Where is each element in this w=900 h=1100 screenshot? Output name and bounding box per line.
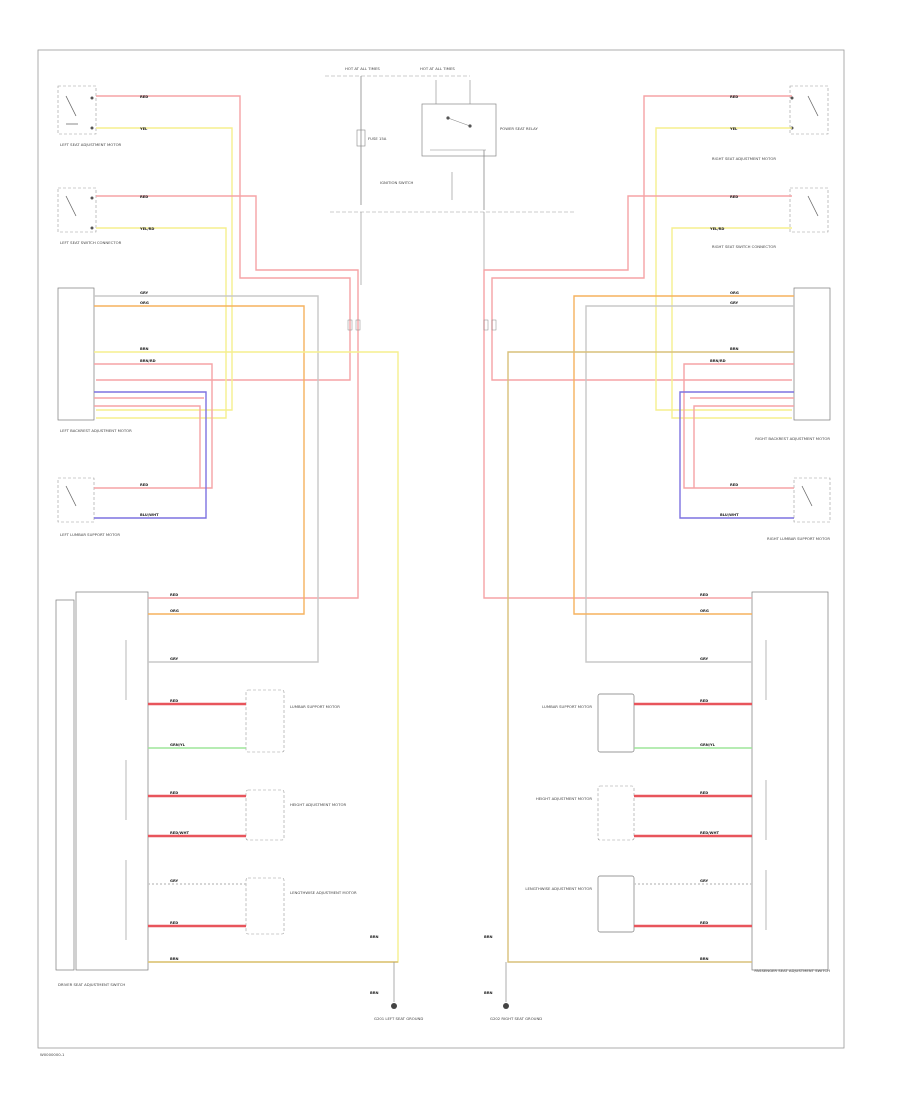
relay-label: POWER SEAT RELAY <box>500 126 538 131</box>
left-s3-label: LENGTHWISE ADJUSTMENT MOTOR <box>290 890 357 895</box>
right-s1-label: LUMBAR SUPPORT MOTOR <box>542 704 592 709</box>
right-lumbar-motor: RIGHT LUMBAR SUPPORT MOTOR <box>767 477 830 541</box>
wl-gry-1: GRY <box>140 291 149 295</box>
left-lumbar-support-motor: LUMBAR SUPPORT MOTOR <box>245 689 340 753</box>
wc-brn-l2: BRN <box>370 991 379 995</box>
wr-gry-2: GRY <box>700 657 709 661</box>
left-lumbar-motor: LEFT LUMBAR SUPPORT MOTOR <box>57 477 120 537</box>
wl-red-1: RED <box>140 95 148 99</box>
right-c4-label: RIGHT LUMBAR SUPPORT MOTOR <box>767 536 830 541</box>
wr-brnred-1: BRN/RD <box>710 359 726 363</box>
right-backrest-motor: RIGHT BACKREST ADJUSTMENT MOTOR <box>755 287 830 441</box>
wc-brn-r2: BRN <box>484 991 493 995</box>
wl-grn-1: GRN/YL <box>170 743 186 747</box>
right-c5-label: PASSENGER SEAT ADJUSTMENT SWITCH <box>754 968 830 973</box>
wl-brn-1: BRN <box>140 347 149 351</box>
wr-red-1: RED <box>730 95 738 99</box>
wr-red-3: RED <box>730 483 738 487</box>
wl-redwht-1: RED/WHT <box>170 831 189 835</box>
left-c5-label: DRIVER SEAT ADJUSTMENT SWITCH <box>58 982 125 987</box>
wr-red-6: RED <box>700 791 708 795</box>
left-seat-motor: LEFT SEAT ADJUSTMENT MOTOR <box>57 85 122 147</box>
right-lumbar-support-motor: LUMBAR SUPPORT MOTOR <box>542 693 635 753</box>
left-seat-switch-connector: LEFT SEAT SWITCH CONNECTOR <box>57 187 122 245</box>
wl-red-5: RED <box>170 699 178 703</box>
wr-red-5: RED <box>700 699 708 703</box>
wr-yelred-1: YEL/RD <box>709 227 724 231</box>
wr-red-4: RED <box>700 593 708 597</box>
wl-org-2: ORG <box>170 609 179 613</box>
wr-blu-1: BLU/WHT <box>720 513 739 517</box>
splice-markers <box>347 319 497 331</box>
wr-redwht-1: RED/WHT <box>700 831 719 835</box>
wl-yelred-1: YEL/RD <box>139 227 154 231</box>
right-seat-motor: RIGHT SEAT ADJUSTMENT MOTOR <box>712 85 829 161</box>
wl-blu-1: BLU/WHT <box>140 513 159 517</box>
right-wires <box>483 95 794 1002</box>
wc-brn-r: BRN <box>484 935 493 939</box>
left-c2-label: LEFT SEAT SWITCH CONNECTOR <box>60 240 122 245</box>
driver-seat-switch: DRIVER SEAT ADJUSTMENT SWITCH <box>55 591 149 987</box>
wr-grn-1: GRN/YL <box>700 743 716 747</box>
left-backrest-motor: LEFT BACKREST ADJUSTMENT MOTOR <box>57 287 132 433</box>
fuse-symbol <box>356 129 366 147</box>
wr-org-2: ORG <box>700 609 709 613</box>
right-c3-label: RIGHT BACKREST ADJUSTMENT MOTOR <box>755 436 830 441</box>
right-lengthwise-motor: LENGTHWISE ADJUSTMENT MOTOR <box>525 875 635 933</box>
wr-brn-1: BRN <box>730 347 739 351</box>
wr-yel-1: YEL <box>729 127 738 131</box>
footer-code: W0000000-1 <box>40 1052 65 1057</box>
left-wires <box>94 95 399 1002</box>
fuse-label: FUSE 15A <box>368 136 387 141</box>
right-c1-label: RIGHT SEAT ADJUSTMENT MOTOR <box>712 156 776 161</box>
ground-right-label: G202 RIGHT SEAT GROUND <box>490 1016 542 1021</box>
wl-brn-2: BRN <box>170 957 179 961</box>
wl-gry-2: GRY <box>170 657 179 661</box>
wr-gry-3: GRY <box>700 879 709 883</box>
right-c2-label: RIGHT SEAT SWITCH CONNECTOR <box>712 244 776 249</box>
wr-gry-1: GRY <box>730 301 739 305</box>
wl-red-6: RED <box>170 791 178 795</box>
wl-yel-1: YEL <box>139 127 148 131</box>
wl-red-3: RED <box>140 483 148 487</box>
left-s1-label: LUMBAR SUPPORT MOTOR <box>290 704 340 709</box>
wl-red-2: RED <box>140 195 148 199</box>
wire-labels: RED YEL RED YEL/RD GRY ORG BRN BRN/RD RE… <box>139 95 739 995</box>
right-seat-switch-connector: RIGHT SEAT SWITCH CONNECTOR <box>712 187 829 249</box>
diagram-frame <box>37 49 845 1049</box>
ground-left: G201 LEFT SEAT GROUND <box>374 1003 423 1021</box>
right-s3-label: LENGTHWISE ADJUSTMENT MOTOR <box>525 886 592 891</box>
power-seat-relay <box>421 103 497 157</box>
passenger-seat-switch: PASSENGER SEAT ADJUSTMENT SWITCH <box>751 591 830 973</box>
wr-red-7: RED <box>700 921 708 925</box>
left-c1-label: LEFT SEAT ADJUSTMENT MOTOR <box>60 142 122 147</box>
wl-org-1: ORG <box>140 301 149 305</box>
left-lengthwise-motor: LENGTHWISE ADJUSTMENT MOTOR <box>245 877 357 935</box>
wl-brnred-1: BRN/RD <box>140 359 156 363</box>
wl-red-7: RED <box>170 921 178 925</box>
wr-brn-2: BRN <box>700 957 709 961</box>
wr-red-2: RED <box>730 195 738 199</box>
right-height-motor: HEIGHT ADJUSTMENT MOTOR <box>536 785 635 841</box>
right-s2-label: HEIGHT ADJUSTMENT MOTOR <box>536 796 592 801</box>
top-power-block: HOT AT ALL TIMES HOT AT ALL TIMES FUSE 1… <box>325 66 575 285</box>
wr-org-1: ORG <box>730 291 739 295</box>
left-s2-label: HEIGHT ADJUSTMENT MOTOR <box>290 802 346 807</box>
wl-red-4: RED <box>170 593 178 597</box>
left-c3-label: LEFT BACKREST ADJUSTMENT MOTOR <box>60 428 132 433</box>
left-height-motor: HEIGHT ADJUSTMENT MOTOR <box>245 789 346 841</box>
ignition-label: IGNITION SWITCH <box>380 180 414 185</box>
wc-brn-l: BRN <box>370 935 379 939</box>
wl-gry-3: GRY <box>170 879 179 883</box>
ground-left-label: G201 LEFT SEAT GROUND <box>374 1016 423 1021</box>
hot-label-left: HOT AT ALL TIMES <box>345 66 380 71</box>
hot-label-right: HOT AT ALL TIMES <box>420 66 455 71</box>
left-c4-label: LEFT LUMBAR SUPPORT MOTOR <box>60 532 120 537</box>
ground-right: G202 RIGHT SEAT GROUND <box>490 1003 542 1021</box>
